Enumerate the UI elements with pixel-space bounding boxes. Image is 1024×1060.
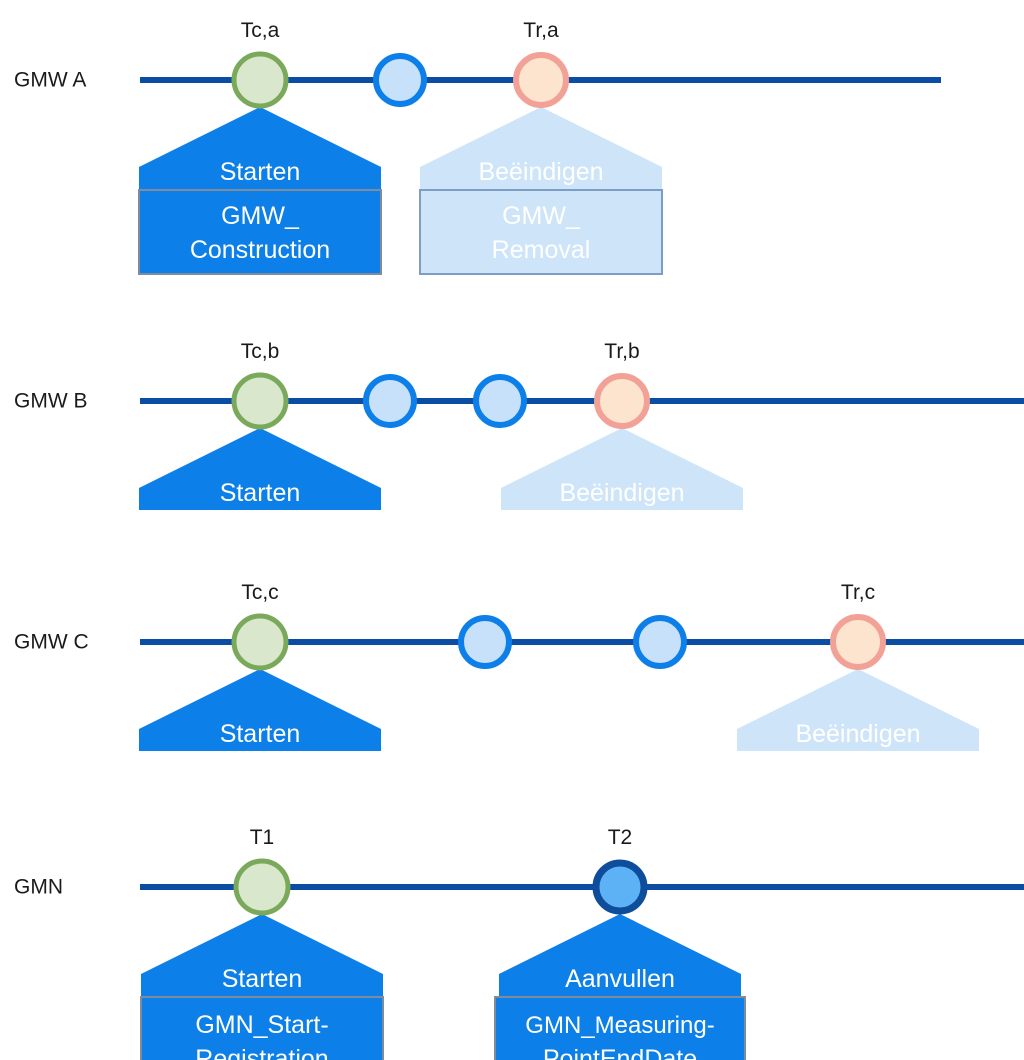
time-label-t1: T1 — [250, 826, 275, 849]
node-marker-mid-c-1[interactable] — [458, 615, 512, 669]
row-label-gmn: GMN — [14, 876, 63, 899]
flag-aanvullen-gmn-title: Aanvullen — [565, 965, 675, 993]
flag-start-a-box-line-1: Construction — [190, 236, 330, 264]
flag-end-b-pennant — [501, 428, 743, 510]
time-label-tr-a: Tr,a — [523, 19, 559, 42]
node-marker-mid-c-2[interactable] — [633, 615, 687, 669]
flag-start-gmn-pennant — [141, 914, 383, 996]
node-tr-c[interactable]: Tr,c — [830, 581, 886, 670]
flag-end-a-pennant — [420, 107, 662, 189]
node-mid-c-2[interactable] — [633, 615, 687, 669]
flag-start-gmn-box-line-1: Registration — [195, 1045, 328, 1060]
node-t2[interactable]: T2 — [592, 826, 648, 915]
node-marker-t2[interactable] — [592, 859, 648, 915]
flag-end-a-box-line-0: GMW_ — [502, 202, 581, 230]
node-marker-mid-b-2[interactable] — [473, 374, 527, 428]
node-tc-c[interactable]: Tc,c — [231, 581, 289, 671]
node-marker-tc-b[interactable] — [231, 372, 289, 430]
flag-end-b-title: Beëindigen — [559, 479, 684, 507]
time-label-tr-c: Tr,c — [841, 581, 875, 604]
node-marker-tc-c[interactable] — [231, 613, 289, 671]
flag-start-c[interactable]: Starten — [139, 669, 381, 751]
time-label-tc-b: Tc,b — [241, 340, 280, 363]
node-tc-b[interactable]: Tc,b — [231, 340, 289, 430]
flag-start-a-title: Starten — [220, 158, 301, 186]
node-tr-a[interactable]: Tr,a — [513, 19, 569, 108]
time-label-tr-b: Tr,b — [604, 340, 639, 363]
flag-start-a-pennant — [139, 107, 381, 189]
node-marker-tr-a[interactable] — [513, 52, 569, 108]
flag-aanvullen-gmn-box-line-0: GMN_Measuring- — [525, 1012, 714, 1039]
node-marker-tr-b[interactable] — [594, 373, 650, 429]
time-label-tc-a: Tc,a — [241, 19, 280, 42]
flag-aanvullen-gmn[interactable]: Aanvullen...GMN_Measuring-PointEndDate — [494, 914, 746, 1060]
flag-start-gmn-box-line-0: GMN_Start- — [195, 1011, 328, 1039]
node-marker-mid-b-1[interactable] — [363, 374, 417, 428]
node-marker-t1[interactable] — [233, 858, 291, 916]
node-mid-b-1[interactable] — [363, 374, 417, 428]
flag-aanvullen-gmn-box — [494, 996, 746, 1060]
flag-start-c-pennant — [139, 669, 381, 751]
node-t1[interactable]: T1 — [233, 826, 291, 916]
flag-start-b-title: Starten — [220, 479, 301, 507]
time-label-tc-c: Tc,c — [241, 581, 278, 604]
flag-end-a-title: Beëindigen — [478, 158, 603, 186]
flag-end-a-box-line-1: Removal — [492, 236, 591, 264]
row-label-gmw-c: GMW C — [14, 631, 89, 654]
flag-end-c-title: Beëindigen — [795, 720, 920, 748]
flag-start-b-pennant — [139, 428, 381, 510]
flag-end-c[interactable]: Beëindigen — [737, 669, 979, 751]
flag-end-a-box — [419, 189, 663, 275]
node-mid-c-1[interactable] — [458, 615, 512, 669]
timeline-row-gmw-b: GMW B Starten Beëindigen Tc,b Tr,b — [14, 340, 1024, 510]
node-mid-b-2[interactable] — [473, 374, 527, 428]
flag-start-a-box — [138, 189, 382, 275]
flag-aanvullen-gmn-pennant — [499, 914, 741, 996]
node-marker-tr-c[interactable] — [830, 614, 886, 670]
node-marker-mid-a-1[interactable] — [373, 53, 427, 107]
node-tr-b[interactable]: Tr,b — [594, 340, 650, 429]
flag-start-gmn-title: Starten — [222, 965, 303, 993]
node-mid-a-1[interactable] — [373, 53, 427, 107]
flag-start-b[interactable]: Starten — [139, 428, 381, 510]
time-label-t2: T2 — [608, 826, 633, 849]
flag-start-c-title: Starten — [220, 720, 301, 748]
flag-end-b[interactable]: Beëindigen — [501, 428, 743, 510]
node-marker-tc-a[interactable] — [231, 51, 289, 109]
flag-start-a-box-line-0: GMW_ — [221, 202, 300, 230]
row-label-gmw-a: GMW A — [14, 69, 86, 92]
flag-aanvullen-gmn-box-line-1: PointEndDate — [543, 1045, 697, 1060]
timeline-row-gmw-c: GMW C Starten Beëindigen Tc,c Tr,c — [14, 581, 1024, 751]
flag-start-gmn-box — [140, 996, 384, 1060]
flag-end-c-pennant — [737, 669, 979, 751]
node-tc-a[interactable]: Tc,a — [231, 19, 289, 109]
row-label-gmw-b: GMW B — [14, 390, 88, 413]
